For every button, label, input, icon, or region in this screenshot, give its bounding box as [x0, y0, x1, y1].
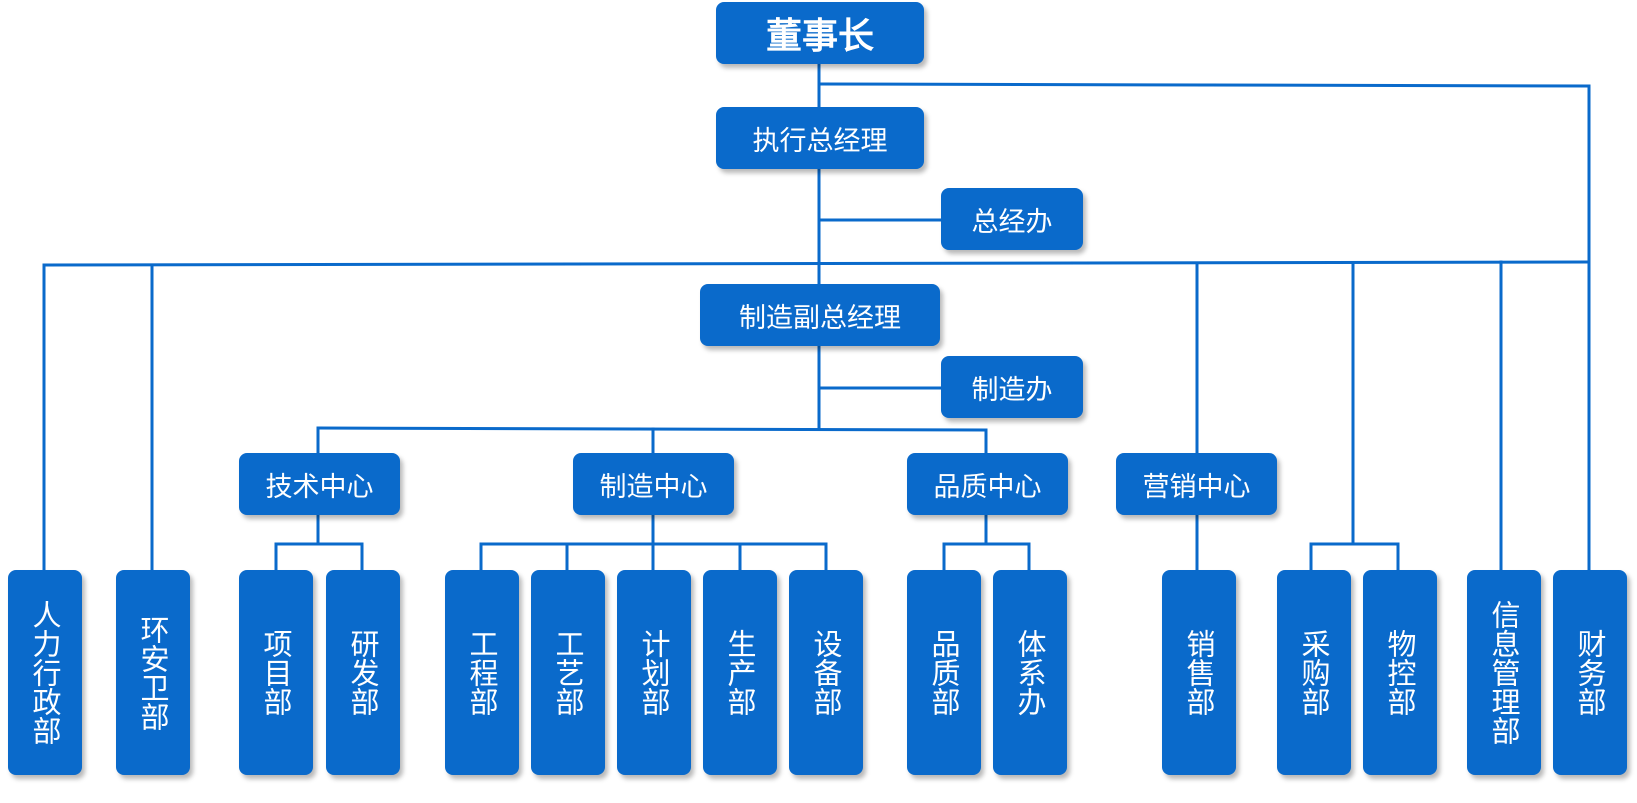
dept-sales: 销售部 [1162, 570, 1236, 775]
dept-planning: 计划部 [617, 570, 691, 775]
dept-process: 工艺部 [531, 570, 605, 775]
mfg-center-box: 制造中心 [573, 453, 734, 515]
dept-finance: 财务部 [1553, 570, 1627, 775]
tech-center-box: 技术中心 [239, 453, 400, 515]
dept-it: 信息管理部 [1467, 570, 1541, 775]
dept-purchasing: 采购部 [1277, 570, 1351, 775]
quality-center-box: 品质中心 [907, 453, 1068, 515]
dept-rnd: 研发部 [326, 570, 400, 775]
dept-hr-admin: 人力行政部 [8, 570, 82, 775]
mfg-vp-box: 制造副总经理 [700, 284, 940, 346]
dept-project: 项目部 [239, 570, 313, 775]
dept-quality: 品质部 [907, 570, 981, 775]
dept-system-office: 体系办 [993, 570, 1067, 775]
dept-material-control: 物控部 [1363, 570, 1437, 775]
dept-ehs-security: 环安卫部 [116, 570, 190, 775]
dept-engineering: 工程部 [445, 570, 519, 775]
gm-office-box: 总经办 [941, 188, 1083, 250]
dept-production: 生产部 [703, 570, 777, 775]
mfg-office-box: 制造办 [941, 356, 1083, 418]
chairman-box: 董事长 [716, 2, 924, 64]
sales-center-box: 营销中心 [1116, 453, 1277, 515]
ceo-box: 执行总经理 [716, 107, 924, 169]
dept-equipment: 设备部 [789, 570, 863, 775]
